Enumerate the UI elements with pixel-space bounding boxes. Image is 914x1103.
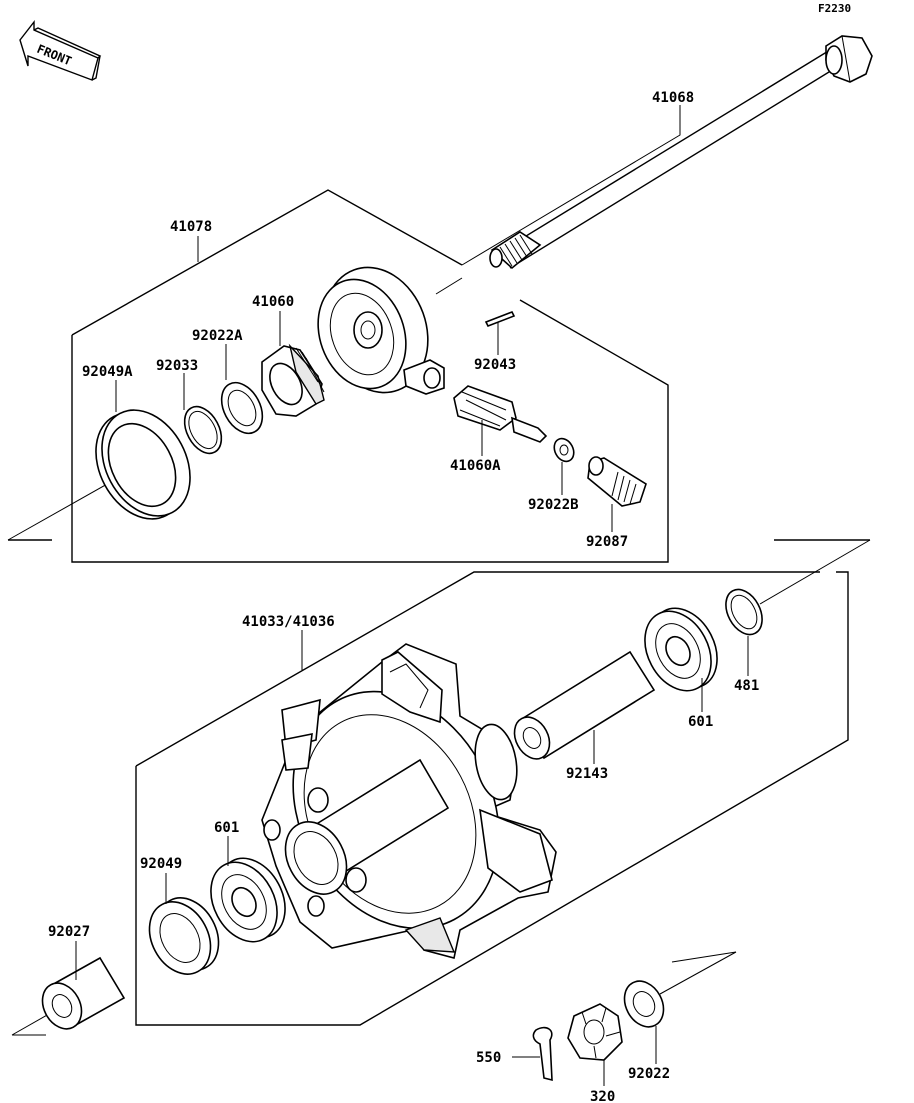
axle-shaft bbox=[489, 35, 873, 270]
label-601-lower: 601 bbox=[214, 820, 239, 836]
label-41060A: 41060A bbox=[450, 458, 501, 474]
washer-92022 bbox=[623, 980, 665, 1028]
label-92022: 92022 bbox=[628, 1066, 670, 1082]
label-41068: 41068 bbox=[652, 90, 694, 106]
label-92022A: 92022A bbox=[192, 328, 243, 344]
gear-41060 bbox=[261, 343, 325, 417]
bearing-601-lower bbox=[210, 857, 286, 943]
pin-92043 bbox=[484, 310, 516, 328]
bearing-601-upper bbox=[644, 607, 718, 692]
label-41033-41036: 41033/41036 bbox=[242, 614, 335, 630]
circlip-481 bbox=[725, 588, 763, 636]
gear-housing bbox=[317, 266, 463, 395]
label-41078: 41078 bbox=[170, 219, 212, 235]
castle-nut-320 bbox=[567, 1003, 623, 1061]
label-92043: 92043 bbox=[474, 357, 516, 373]
label-550: 550 bbox=[476, 1050, 501, 1066]
label-41060: 41060 bbox=[252, 294, 294, 310]
wheel-hub bbox=[261, 643, 557, 959]
front-arrow-icon: FRONT bbox=[19, 19, 102, 81]
frame-41033 bbox=[135, 571, 820, 767]
washer-92022B bbox=[553, 437, 575, 463]
label-601-upper: 601 bbox=[688, 714, 713, 730]
label-92049: 92049 bbox=[140, 856, 182, 872]
pinion-41060A bbox=[453, 385, 548, 443]
label-92143: 92143 bbox=[566, 766, 608, 782]
seal-92049 bbox=[148, 897, 220, 975]
label-320: 320 bbox=[590, 1089, 615, 1103]
washer-92022A bbox=[220, 381, 264, 435]
spacer-92143 bbox=[513, 650, 656, 760]
frame-41078 bbox=[71, 189, 463, 336]
cotter-pin-550 bbox=[532, 1026, 553, 1082]
diagram-code: F2230 bbox=[818, 2, 851, 15]
leader-lines bbox=[75, 105, 749, 1086]
collar-92027 bbox=[41, 956, 126, 1030]
label-92049A: 92049A bbox=[82, 364, 133, 380]
label-92027: 92027 bbox=[48, 924, 90, 940]
label-92022B: 92022B bbox=[528, 497, 579, 513]
snap-ring-92033 bbox=[183, 405, 223, 455]
seal-92049A bbox=[95, 409, 191, 520]
label-92087: 92087 bbox=[586, 534, 628, 550]
label-92033: 92033 bbox=[156, 358, 198, 374]
bushing-92087 bbox=[587, 456, 647, 507]
label-481: 481 bbox=[734, 678, 759, 694]
